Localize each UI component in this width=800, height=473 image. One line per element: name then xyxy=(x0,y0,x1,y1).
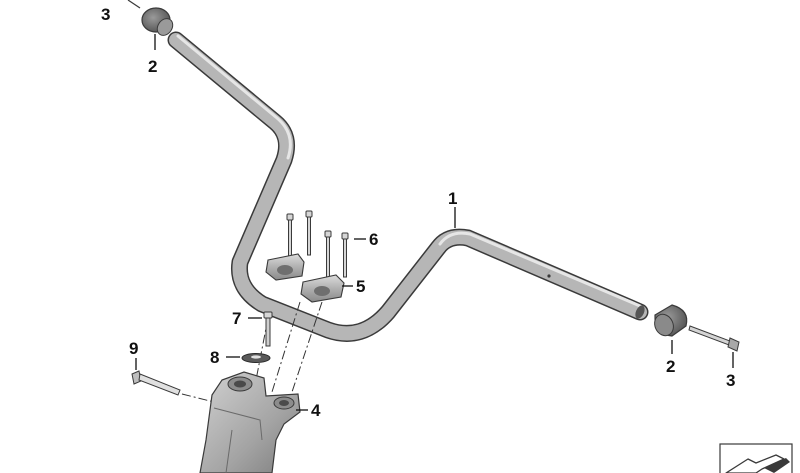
bar-end-weight-left xyxy=(141,7,174,36)
handlebar-clamp-top-front xyxy=(300,274,345,303)
handlebar xyxy=(167,31,649,342)
label-5: 5 xyxy=(356,277,365,296)
bar-end-weight-right xyxy=(654,304,688,337)
long-bolt xyxy=(131,370,181,396)
callouts: 1 2 2 3 3 4 5 6 7 8 9 xyxy=(101,5,735,420)
label-7: 7 xyxy=(232,309,241,328)
bar-end-screw-left xyxy=(127,0,141,9)
leader-lines xyxy=(135,34,734,411)
label-6: 6 xyxy=(369,230,378,249)
label-2-left: 2 xyxy=(148,57,157,76)
hand-pointer-icon xyxy=(719,443,793,473)
mounting-bolt xyxy=(263,311,273,347)
label-4: 4 xyxy=(311,401,321,420)
handlebar-clamp-top-rear xyxy=(265,253,305,281)
assembly-lines xyxy=(181,301,323,403)
label-9: 9 xyxy=(129,339,138,358)
bar-end-screw-right xyxy=(688,325,740,352)
label-8: 8 xyxy=(210,348,219,367)
label-3-right: 3 xyxy=(726,371,735,390)
washer xyxy=(241,353,271,363)
handlebar-clamp-base xyxy=(199,371,301,473)
label-1: 1 xyxy=(448,189,457,208)
label-3-left: 3 xyxy=(101,5,110,24)
label-2-right: 2 xyxy=(666,357,675,376)
